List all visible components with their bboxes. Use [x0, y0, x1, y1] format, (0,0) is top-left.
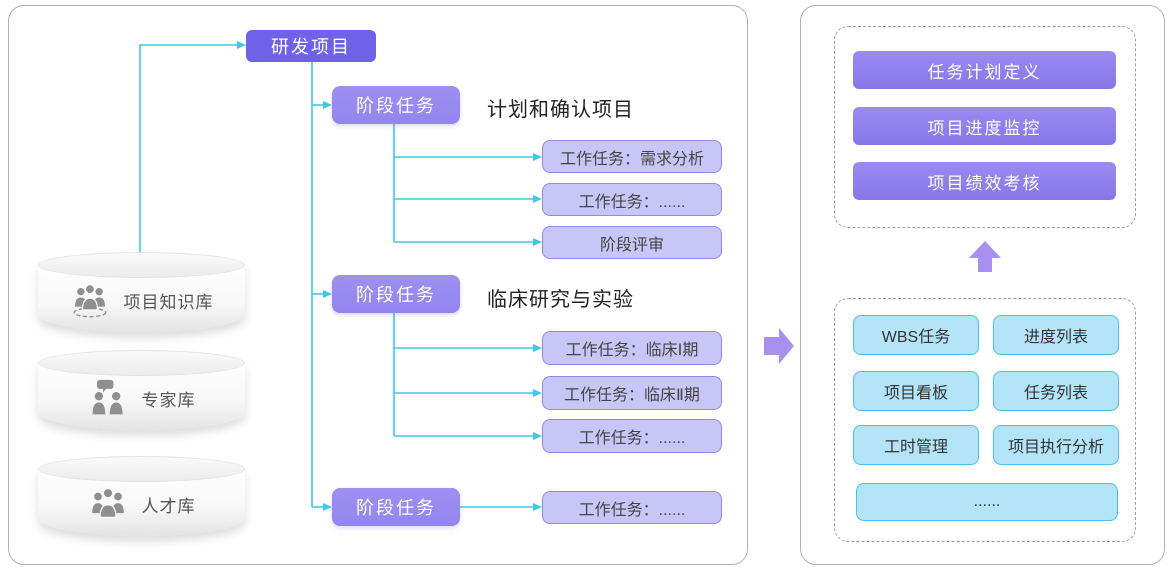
management-button-2: 项目进度监控	[853, 107, 1116, 145]
management-button-3: 项目绩效考核	[853, 162, 1116, 200]
stage-task-box-2: 阶段任务	[332, 275, 460, 313]
db-label: 人才库	[141, 496, 196, 516]
tool-button-kanban: 项目看板	[853, 371, 979, 411]
arrow-right-icon	[764, 328, 794, 364]
tool-button-timesheet: 工时管理	[853, 425, 979, 465]
management-button-1: 任务计划定义	[853, 51, 1116, 89]
work-task-box-1-3: 阶段评审	[542, 226, 722, 259]
experts-icon	[92, 379, 123, 415]
tool-button-task-list: 任务列表	[993, 371, 1119, 411]
people-group-icon	[73, 284, 106, 318]
tool-button-more: ......	[856, 483, 1118, 521]
work-task-box-2-3: 工作任务：......	[542, 419, 722, 453]
cylinder-top	[38, 252, 245, 278]
arrow-up-icon	[969, 241, 1001, 272]
work-task-box-2-2: 工作任务：临床Ⅱ期	[542, 376, 722, 410]
stage-task-box-3: 阶段任务	[332, 488, 460, 526]
db-label: 专家库	[141, 390, 196, 410]
stage-title-2: 临床研究与实验	[487, 289, 634, 311]
cylinder-top	[38, 456, 245, 482]
db-cylinder-knowledge: 项目知识库	[38, 252, 245, 332]
work-task-box-3-1: 工作任务：......	[542, 491, 722, 524]
db-label: 项目知识库	[123, 292, 214, 312]
work-task-box-1-2: 工作任务：......	[542, 183, 722, 216]
stage-title-1: 计划和确认项目	[487, 99, 634, 121]
talent-icon	[91, 487, 124, 518]
work-task-box-2-1: 工作任务：临床Ⅰ期	[542, 331, 722, 365]
cylinder-top	[38, 350, 245, 376]
work-task-box-1-1: 工作任务：需求分析	[542, 140, 722, 173]
tool-button-execution-analysis: 项目执行分析	[993, 425, 1119, 465]
root-task-box: 研发项目	[246, 30, 376, 62]
tool-button-wbs: WBS任务	[853, 315, 979, 355]
tool-button-schedule-list: 进度列表	[993, 315, 1119, 355]
db-cylinder-experts: 专家库	[38, 350, 245, 430]
db-cylinder-talent: 人才库	[38, 456, 245, 536]
stage-task-box-1: 阶段任务	[332, 86, 460, 124]
